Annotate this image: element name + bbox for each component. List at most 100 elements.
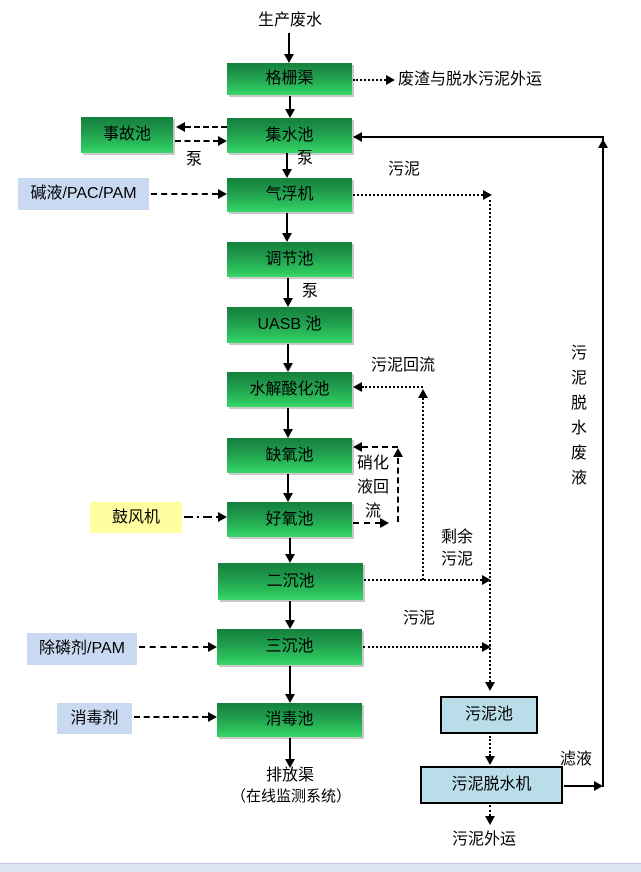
arrowhead [594, 781, 603, 791]
arrow-disinfection-to-discharge [289, 738, 291, 759]
node-regulating-tank: 调节池 [227, 242, 352, 277]
arrowhead [218, 189, 227, 199]
arrowhead [218, 512, 227, 522]
label-pump-accident: 泵 [186, 151, 203, 168]
arrowhead [380, 518, 389, 528]
arrow-tertiary-to-disinfection [289, 666, 291, 694]
line-sludgetank-to-dewaterer [489, 736, 491, 756]
line-nitrification-to-anoxic [362, 446, 398, 448]
arrow-source-to-grille [288, 33, 290, 55]
arrowhead [284, 54, 294, 63]
arrowhead [285, 694, 295, 703]
line-blower-to-aerobic [184, 516, 218, 518]
arrowhead [283, 363, 293, 372]
arrowhead [483, 190, 492, 200]
line-aerobic-nitrification-out [353, 522, 381, 524]
label-waste-out: 废渣与脱水污泥外运 [398, 71, 543, 88]
line-sludge-return-to-hydrolysis [362, 386, 423, 388]
arrowhead [282, 169, 292, 178]
label-sludge-return: 污泥回流 [371, 357, 436, 374]
line-phosphorus-to-tertiary [139, 646, 209, 648]
node-secondary-sedimentation: 二沉池 [218, 563, 363, 600]
node-sludge-tank: 污泥池 [440, 696, 538, 734]
node-sludge-dewaterer: 污泥脱水机 [420, 766, 563, 804]
arrowhead [482, 642, 491, 652]
arrowhead [283, 493, 293, 502]
arrowhead [485, 756, 495, 765]
line-alkali-to-flotation [151, 193, 218, 195]
arrowhead [218, 136, 227, 146]
node-collect-tank: 集水池 [227, 118, 352, 153]
label-nitrification-return: 硝化液回流 [356, 455, 389, 520]
bottom-border-band [0, 863, 641, 872]
node-disinfection-tank: 消毒池 [217, 703, 362, 737]
arrow-anoxic-to-aerobic [287, 474, 289, 494]
arrow-aerobic-to-secondary [289, 538, 291, 555]
line-accident-to-collect [175, 140, 219, 142]
node-disinfectant: 消毒剂 [57, 703, 132, 734]
node-phosphorus-remover: 除磷剂/PAM [27, 633, 137, 665]
arrowhead [485, 682, 495, 691]
line-sludge-return-riser [422, 398, 424, 580]
line-tertiary-sludge [363, 646, 482, 648]
arrowhead [283, 298, 293, 307]
arrowhead [353, 442, 362, 452]
arrowhead [418, 389, 428, 398]
label-dewater-waste-liquid: 污泥脱水废液 [568, 344, 585, 494]
label-sludge-tertiary: 污泥 [403, 610, 436, 627]
arrow-grille-to-collect [289, 96, 291, 110]
arrowhead [482, 575, 491, 585]
line-flotation-sludge [353, 194, 483, 196]
arrow-collect-to-flotation [286, 153, 288, 170]
label-online-monitor: （在线监测系统） [230, 788, 351, 805]
arrowhead [208, 642, 217, 652]
node-accident-tank: 事故池 [81, 117, 173, 153]
line-collect-to-accident [185, 126, 227, 128]
line-nitrification-riser [397, 458, 399, 522]
line-sludge-downpipe [489, 200, 491, 682]
arrowhead [353, 132, 362, 142]
arrowhead [285, 109, 295, 118]
line-secondary-excess-sludge [364, 579, 482, 581]
node-grille-channel: 格栅渠 [227, 63, 352, 95]
line-disinfectant-to-disinfection [134, 716, 208, 718]
arrow-secondary-to-tertiary [289, 601, 291, 620]
arrowhead [393, 448, 403, 457]
arrowhead [176, 122, 185, 132]
label-filtrate: 滤液 [560, 751, 593, 768]
arrowhead [283, 429, 293, 438]
source-label: 生产废水 [257, 12, 322, 29]
line-grille-waste-out [353, 79, 386, 81]
arrowhead [285, 759, 295, 768]
node-blower: 鼓风机 [90, 502, 182, 533]
arrowhead [285, 620, 295, 629]
line-riser-dewater-waste [602, 137, 604, 787]
node-uasb-tank: UASB 池 [227, 307, 352, 343]
arrow-uasb-to-hydrolysis [287, 344, 289, 364]
node-anoxic-tank: 缺氧池 [227, 438, 352, 473]
label-pump-regulate: 泵 [302, 283, 319, 300]
line-riser-to-collect [354, 136, 604, 138]
arrowhead [353, 382, 362, 392]
line-dewaterer-to-out [489, 805, 491, 816]
arrow-hydrolysis-to-anoxic [287, 408, 289, 430]
arrowhead [386, 75, 395, 85]
line-dewaterer-to-riser [564, 785, 595, 787]
node-hydrolysis-tank: 水解酸化池 [227, 372, 352, 407]
arrowhead [208, 712, 217, 722]
node-flotation-machine: 气浮机 [227, 178, 352, 212]
arrow-flotation-to-regulate [286, 213, 288, 234]
arrowhead [598, 139, 608, 148]
node-tertiary-sedimentation: 三沉池 [217, 629, 362, 665]
label-sludge-out: 污泥外运 [452, 831, 517, 848]
arrowhead [485, 816, 495, 825]
arrowhead [282, 233, 292, 242]
arrow-regulate-to-uasb [287, 278, 289, 299]
node-alkali-pac-pam: 碱液/PAC/PAM [18, 178, 149, 210]
arrowhead [285, 554, 295, 563]
label-pump-collect: 泵 [297, 150, 314, 167]
label-sludge-flotation: 污泥 [388, 161, 421, 178]
node-aerobic-tank: 好氧池 [227, 502, 352, 537]
label-discharge-channel: 排放渠 [265, 767, 314, 784]
